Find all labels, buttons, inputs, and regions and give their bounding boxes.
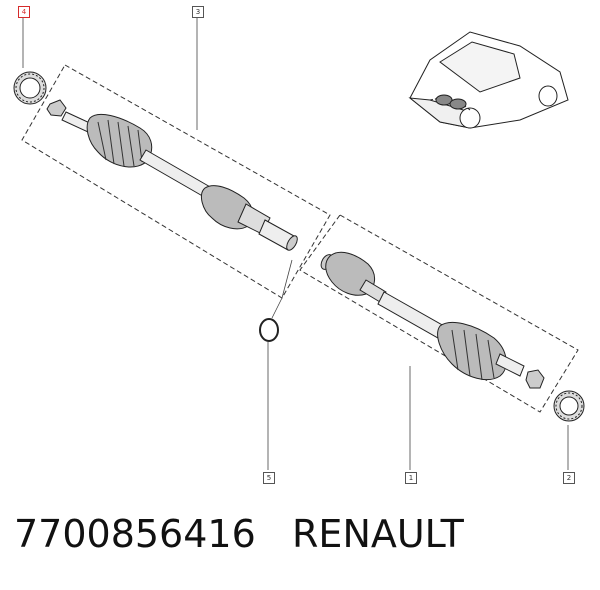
car-thumbnail-icon: [408, 31, 569, 129]
leader-lines: [22, 17, 569, 470]
dashed-group-outline-lower: [299, 214, 579, 413]
callout-2: 2: [563, 472, 575, 484]
abs-tone-ring-right: [553, 390, 585, 422]
abs-tone-ring-left: [13, 71, 47, 105]
brand-name: RENAULT: [292, 512, 464, 556]
callout-4: 4: [18, 6, 30, 18]
callout-5: 5: [263, 472, 275, 484]
callout-1: 1: [405, 472, 417, 484]
dashed-group-outline-upper: [21, 64, 331, 299]
left-driveshaft: [13, 71, 298, 251]
part-label: 7700856416 RENAULT: [14, 512, 464, 556]
callout-3: 3: [192, 6, 204, 18]
o-ring: [259, 318, 279, 342]
part-number: 7700856416: [14, 512, 256, 556]
right-driveshaft: [320, 251, 585, 422]
